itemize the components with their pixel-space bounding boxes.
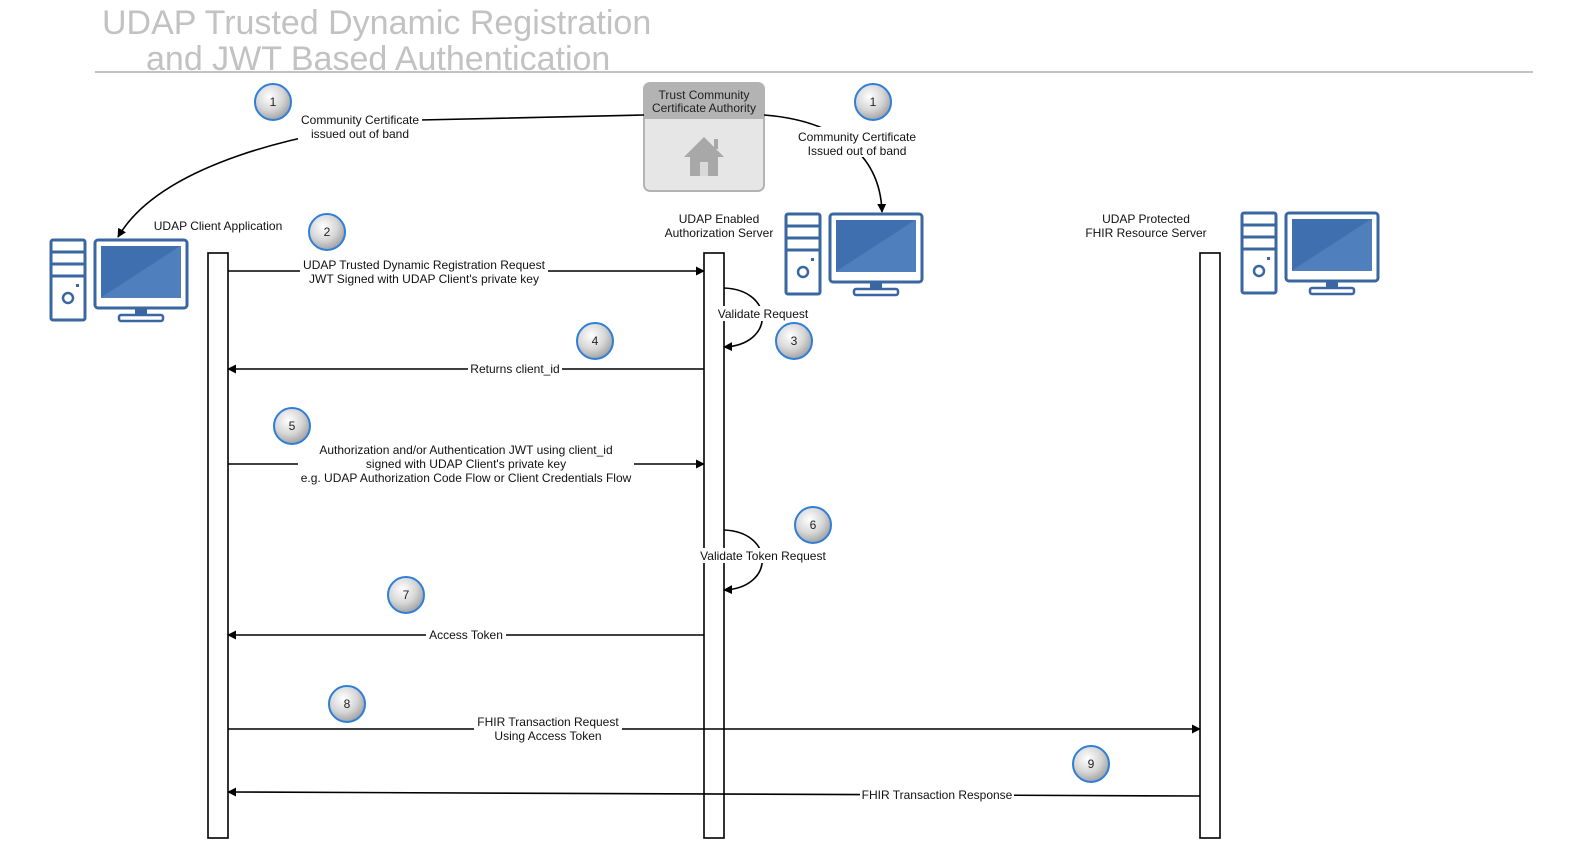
auth-server-label-line1: UDAP Enabled: [679, 212, 760, 226]
client-computer-icon: [49, 238, 189, 323]
validate-request-label: Validate Request: [718, 307, 809, 321]
fhir-response-label: FHIR Transaction Response: [862, 788, 1013, 802]
step-badge-number: 7: [403, 588, 410, 602]
step-badge: 6: [794, 506, 832, 544]
step-badge-number: 4: [592, 334, 599, 348]
validate-token-label: Validate Token Request: [700, 549, 826, 563]
access-token-label: Access Token: [429, 628, 503, 642]
returns-client-id-label: Returns client_id: [470, 362, 559, 376]
step-badge: 3: [775, 322, 813, 360]
auth-jwt-label-line1: Authorization and/or Authentication JWT …: [319, 443, 612, 457]
step-badge-number: 8: [344, 697, 351, 711]
step-badge-number: 2: [324, 225, 331, 239]
step-badge: 9: [1072, 745, 1110, 783]
fhir-request-label-line1: FHIR Transaction Request: [477, 715, 619, 729]
trust-ca-title-line2: Certificate Authority: [652, 101, 756, 115]
step-badge: 4: [576, 322, 614, 360]
auth-server-computer-icon: [784, 212, 924, 297]
resource-server-computer-icon: [1240, 211, 1380, 296]
fhir-request-label-line2: Using Access Token: [494, 729, 601, 743]
auth-server-label-line2: Authorization Server: [665, 226, 774, 240]
diagram-title-line1: UDAP Trusted Dynamic Registration: [102, 4, 651, 42]
resource-server-label-line2: FHIR Resource Server: [1085, 226, 1206, 240]
registration-request-label-line1: UDAP Trusted Dynamic Registration Reques…: [303, 258, 546, 272]
step-badge: 8: [328, 685, 366, 723]
resource-server-label-line1: UDAP Protected: [1102, 212, 1190, 226]
step-badge-number: 1: [270, 95, 277, 109]
step-badge: 1: [854, 83, 892, 121]
cert-left-label-line2: issued out of band: [311, 127, 409, 141]
client-label: UDAP Client Application: [154, 219, 283, 233]
step-badge-number: 1: [870, 95, 877, 109]
resource-server-lifeline: [1199, 252, 1221, 839]
registration-request-label-line2: JWT Signed with UDAP Client's private ke…: [309, 272, 539, 286]
cert-right-label-line1: Community Certificate: [798, 130, 916, 144]
step-badge-number: 5: [289, 419, 296, 433]
trust-ca-box: Trust Community Certificate Authority: [643, 82, 765, 192]
auth-jwt-label-line2: signed with UDAP Client's private key: [366, 457, 566, 471]
step-badge: 1: [254, 83, 292, 121]
step-badge-number: 6: [810, 518, 817, 532]
step-badge: 7: [387, 576, 425, 614]
cert-left-label-line1: Community Certificate: [301, 113, 419, 127]
step-badge: 5: [273, 407, 311, 445]
client-lifeline: [207, 252, 229, 839]
trust-ca-title-line1: Trust Community: [659, 88, 750, 102]
step-badge-number: 3: [791, 334, 798, 348]
auth-server-lifeline: [703, 252, 725, 839]
step-badge: 2: [308, 213, 346, 251]
fhir-response-arrow: [227, 787, 1201, 797]
auth-jwt-label-line3: e.g. UDAP Authorization Code Flow or Cli…: [301, 471, 632, 485]
house-icon: [684, 137, 724, 176]
cert-right-label-line2: Issued out of band: [808, 144, 907, 158]
step-badge-number: 9: [1088, 757, 1095, 771]
